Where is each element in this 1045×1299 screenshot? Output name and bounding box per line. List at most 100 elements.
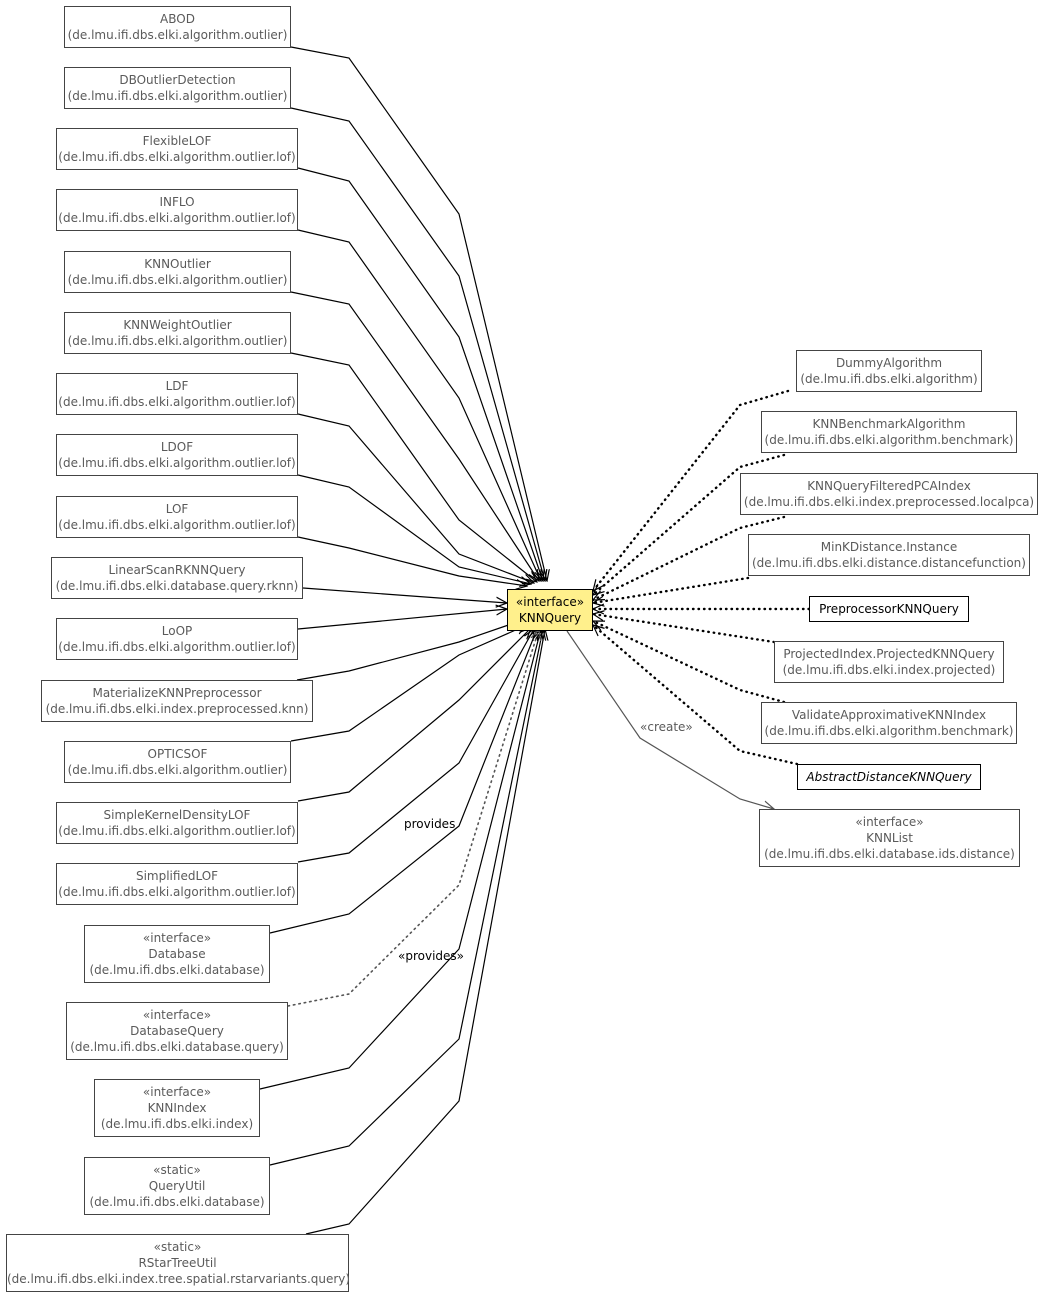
package-label: (de.lmu.ifi.dbs.elki.algorithm.outlier.l… [58, 150, 296, 164]
edge-knnquery-create-knnlist [566, 630, 774, 809]
class-name: DatabaseQuery [130, 1024, 224, 1038]
package-label: (de.lmu.ifi.dbs.elki.index.preprocessed.… [743, 495, 1035, 509]
stereotype-label: «interface» [142, 931, 212, 945]
edge-knnoutlier-to-knnquery [290, 291, 539, 581]
edge-loop-to-knnquery [297, 609, 507, 630]
stereotype-label: «interface» [142, 1085, 212, 1099]
class-name: LoOP [161, 624, 193, 638]
class-name: SimpleKernelDensityLOF [103, 808, 251, 822]
edge-ldf-to-knnquery [297, 413, 534, 583]
edge-projectedindex-projectedknnquery-implements-knnquery [593, 614, 776, 644]
dboutlierdetection-node[interactable]: DBOutlierDetection (de.lmu.ifi.dbs.elki.a… [64, 67, 291, 109]
class-name: ValidateApproximativeKNNIndex [791, 708, 987, 722]
class-name: LinearScanRKNNQuery [108, 563, 246, 577]
minkdistance-instance-node[interactable]: MinKDistance.Instance (de.lmu.ifi.dbs.elk… [748, 534, 1030, 576]
materializeknnpreprocessor-node[interactable]: MaterializeKNNPreprocessor(de.lmu.ifi.db… [41, 680, 313, 722]
package-label: (de.lmu.ifi.dbs.elki.database.query) [70, 1040, 284, 1054]
simplifiedlof-node[interactable]: SimplifiedLOF(de.lmu.ifi.dbs.elki.algori… [56, 863, 298, 905]
edge-ldof-to-knnquery [297, 474, 531, 584]
projectedindex-projectedknnquery-node[interactable]: ProjectedIndex.ProjectedKNNQuery(de.lmu.… [774, 641, 1004, 683]
stereotype-label: «static» [153, 1240, 202, 1254]
package-label: (de.lmu.ifi.dbs.elki.algorithm.benchmark… [764, 724, 1014, 738]
edge-inflo-to-knnquery [297, 229, 541, 581]
preprocessorknnquery-node[interactable]: PreprocessorKNNQuery [809, 596, 969, 622]
package-label: (de.lmu.ifi.dbs.elki.algorithm.outlier) [67, 89, 288, 103]
stereotype-label: «interface» [142, 1008, 212, 1022]
class-name: KNNOutlier [144, 257, 211, 271]
class-name: AbstractDistanceKNNQuery [806, 770, 972, 784]
knnoutlier-node[interactable]: KNNOutlier(de.lmu.ifi.dbs.elki.algorithm… [64, 251, 291, 293]
package-label: (de.lmu.ifi.dbs.elki.algorithm.outlier.l… [58, 211, 296, 225]
package-label: (de.lmu.ifi.dbs.elki.algorithm.outlier.l… [58, 824, 296, 838]
class-name: FlexibleLOF [142, 134, 212, 148]
class-name: Database [148, 947, 206, 961]
class-name: RStarTreeUtil [138, 1256, 217, 1270]
validateapproximativeknnindex-node[interactable]: ValidateApproximativeKNNIndex (de.lmu.ifi… [761, 702, 1017, 744]
abod-node[interactable]: ABOD(de.lmu.ifi.dbs.elki.algorithm.outli… [64, 6, 291, 48]
class-name: KNNBenchmarkAlgorithm [812, 417, 966, 431]
knnindex-node[interactable]: «interface»KNNIndex(de.lmu.ifi.dbs.elki.… [94, 1079, 260, 1137]
class-name: MaterializeKNNPreprocessor [92, 686, 262, 700]
package-label: (de.lmu.ifi.dbs.elki.algorithm.outlier) [67, 763, 288, 777]
abstractdistanceknnquery-node[interactable]: AbstractDistanceKNNQuery [797, 764, 981, 790]
package-label: (de.lmu.ifi.dbs.elki.algorithm.outlier.l… [58, 395, 296, 409]
lof-node[interactable]: LOF (de.lmu.ifi.dbs.elki.algorithm.outlie… [56, 496, 298, 538]
stereotype-label: «static» [153, 1163, 201, 1177]
edge-rstartreeutil-to-knnquery [305, 629, 545, 1235]
edge-dummyalgorithm-implements-knnquery [591, 389, 790, 593]
edge-abod-to-knnquery [290, 46, 547, 581]
edge-databasequery-to-knnquery [287, 629, 539, 1007]
edges [259, 46, 811, 1235]
stereotype-label: «interface» [855, 815, 924, 829]
linearscanrknnquery-node[interactable]: LinearScanRKNNQuery (de.lmu.ifi.dbs.elki.… [51, 557, 303, 599]
simplekerneldensitylof-node[interactable]: SimpleKernelDensityLOF (de.lmu.ifi.dbs.el… [56, 802, 298, 844]
knnbenchmarkalgorithm-node[interactable]: KNNBenchmarkAlgorithm(de.lmu.ifi.dbs.elk… [761, 411, 1017, 453]
package-label: (de.lmu.ifi.dbs.elki.database.query.rknn… [55, 579, 299, 593]
package-label: (de.lmu.ifi.dbs.elki.database) [89, 1195, 265, 1209]
class-name: LOF [165, 502, 189, 516]
class-name: MinKDistance.Instance [820, 540, 958, 554]
edge-knnweightoutlier-to-knnquery [290, 352, 537, 582]
class-name: LDF [165, 379, 189, 393]
class-name: SimplifiedLOF [135, 869, 219, 883]
dummyalgorithm-node[interactable]: DummyAlgorithm (de.lmu.ifi.dbs.elki.algor… [796, 350, 982, 392]
package-label: (de.lmu.ifi.dbs.elki.algorithm.outlier) [67, 334, 288, 348]
rstartreeutil-node[interactable]: «static» RStarTreeUtil (de.lmu.ifi.dbs.elk… [6, 1234, 351, 1292]
knnqueryfilteredpcaindex-node[interactable]: KNNQueryFilteredPCAIndex(de.lmu.ifi.dbs.… [740, 473, 1038, 515]
package-label: (de.lmu.ifi.dbs.elki.distance.distancefu… [752, 556, 1026, 570]
knnweightoutlier-node[interactable]: KNNWeightOutlier (de.lmu.ifi.dbs.elki.alg… [64, 312, 291, 354]
edge-knnqueryfilteredpcaindex-implements-knnquery [593, 515, 786, 602]
package-label: (de.lmu.ifi.dbs.elki.algorithm) [800, 372, 978, 386]
ldof-node[interactable]: LDOF(de.lmu.ifi.dbs.elki.algorithm.outli… [56, 434, 298, 476]
class-name: KNNIndex [147, 1101, 207, 1115]
edge-label-create: «create» [640, 720, 693, 734]
package-label: (de.lmu.ifi.dbs.elki.algorithm.outlier.l… [58, 456, 296, 470]
class-name: QueryUtil [148, 1179, 206, 1193]
class-name: ProjectedIndex.ProjectedKNNQuery [783, 647, 995, 661]
edge-opticsof-to-knnquery [290, 625, 527, 742]
package-label: (de.lmu.ifi.dbs.elki.algorithm.outlier.l… [58, 640, 296, 654]
package-label: (de.lmu.ifi.dbs.elki.database) [89, 963, 265, 977]
knnquery-interface-node[interactable]: «interface» KNNQuery [507, 589, 593, 631]
package-label: (de.lmu.ifi.dbs.elki.index.tree.spatial.… [7, 1272, 351, 1286]
database-node[interactable]: «interface» Database (de.lmu.ifi.dbs.elki.… [84, 925, 270, 983]
class-name: DummyAlgorithm [835, 356, 943, 370]
opticsof-node[interactable]: OPTICSOF(de.lmu.ifi.dbs.elki.algorithm.o… [64, 741, 291, 783]
loop-node[interactable]: LoOP (de.lmu.ifi.dbs.elki.algorithm.outli… [56, 618, 298, 660]
class-name: KNNWeightOutlier [123, 318, 232, 332]
package-label: (de.lmu.ifi.dbs.elki.database.ids.distan… [764, 847, 1015, 861]
databasequery-node[interactable]: «interface» DatabaseQuery (de.lmu.ifi.dbs.… [66, 1002, 288, 1060]
package-label: (de.lmu.ifi.dbs.elki.algorithm.outlier) [67, 28, 288, 42]
edge-simplifiedlof-to-knnquery [297, 629, 534, 863]
package-label: (de.lmu.ifi.dbs.elki.algorithm.outlier.l… [58, 518, 296, 532]
edge-knnindex-to-knnquery [259, 629, 541, 1090]
class-name: INFLO [159, 195, 195, 209]
edge-knnbenchmarkalgorithm-implements-knnquery [591, 453, 786, 597]
ldf-node[interactable]: LDF (de.lmu.ifi.dbs.elki.algorithm.outlie… [56, 373, 298, 415]
class-name: DBOutlierDetection [119, 73, 236, 87]
knnlist-node[interactable]: «interface»KNNList(de.lmu.ifi.dbs.elki.d… [759, 809, 1020, 867]
flexiblelof-node[interactable]: FlexibleLOF (de.lmu.ifi.dbs.elki.algorith… [56, 128, 298, 170]
inflo-node[interactable]: INFLO (de.lmu.ifi.dbs.elki.algorithm.outl… [56, 189, 298, 231]
queryutil-node[interactable]: «static» QueryUtil (de.lmu.ifi.dbs.elki.da… [84, 1157, 270, 1215]
